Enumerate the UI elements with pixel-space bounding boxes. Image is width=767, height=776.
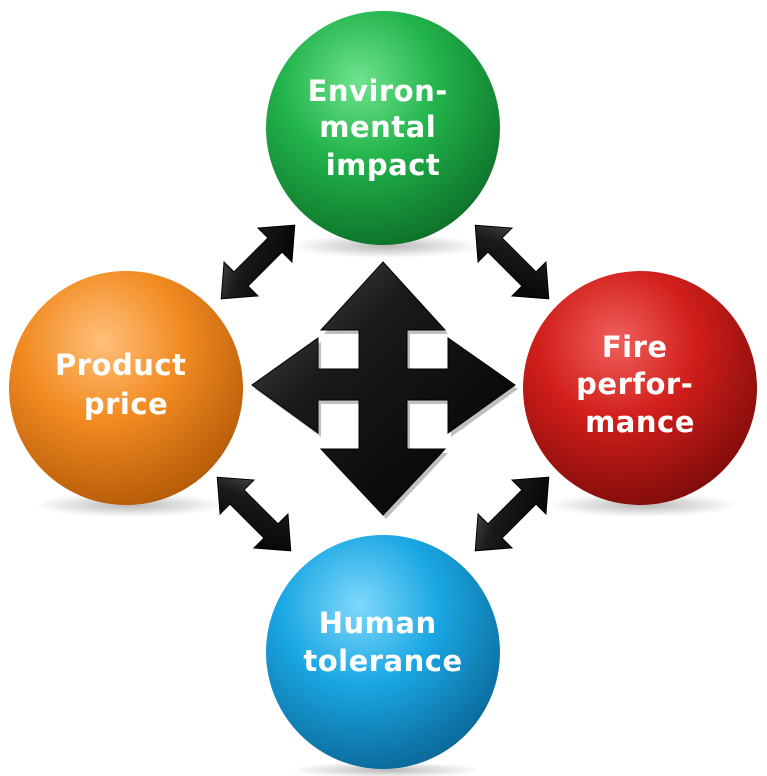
double-arrow-icon-top-left	[220, 224, 296, 300]
node-human-tolerance: Human tolerance	[266, 535, 500, 776]
node-fire-performance-label: Fire perfor- mance	[576, 330, 704, 439]
node-environmental-impact: Environ- mental impact	[266, 11, 500, 258]
node-product-price-label: Product price	[55, 348, 197, 421]
double-arrow-icon-top-right	[474, 224, 550, 300]
double-arrow-icon-bottom-left	[216, 476, 292, 552]
node-environmental-impact-label: Environ- mental impact	[308, 74, 459, 182]
node-human-tolerance-label: Human tolerance	[303, 606, 462, 678]
central-four-way-arrow-icon	[251, 261, 518, 519]
double-arrow-icon-bottom-right	[474, 476, 550, 552]
node-fire-performance: Fire perfor- mance	[523, 271, 757, 517]
node-product-price: Product price	[9, 271, 243, 517]
